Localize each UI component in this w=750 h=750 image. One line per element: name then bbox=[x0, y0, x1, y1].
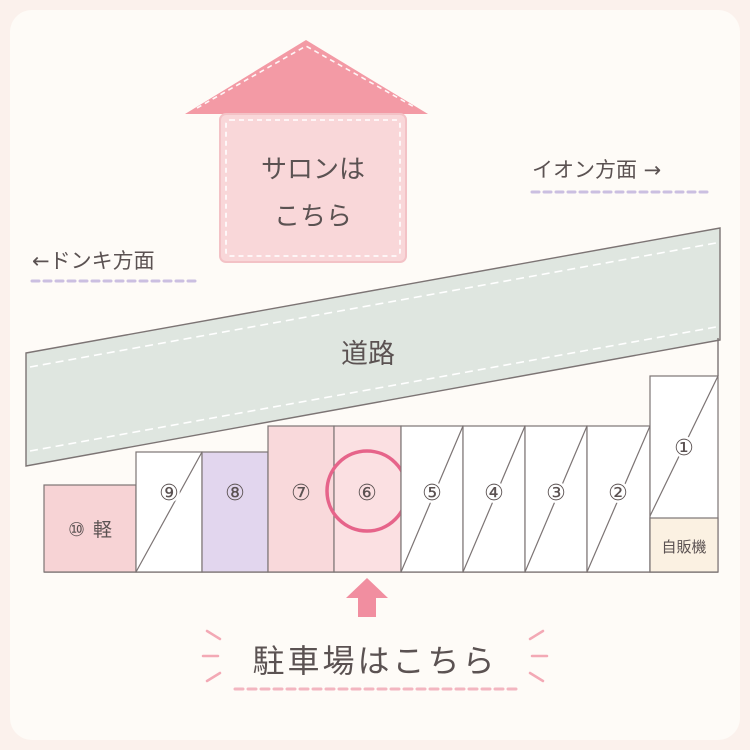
parking-spot-7[interactable]: ⑦ bbox=[267, 425, 335, 573]
parking-spot-5[interactable]: ⑤ bbox=[400, 425, 464, 573]
direction-right: イオン方面 → bbox=[532, 158, 661, 182]
salon-house: サロンは こちら bbox=[185, 40, 428, 263]
salon-body bbox=[219, 113, 407, 263]
spot-number: ⑧ bbox=[225, 481, 245, 506]
svg-text:⑩軽: ⑩軽 bbox=[68, 519, 112, 541]
spot-number: ⑨ bbox=[159, 481, 179, 506]
vending-machine-label: 自販機 bbox=[661, 538, 706, 556]
salon-text-line1: サロンは bbox=[261, 155, 365, 185]
sparkle-right-icon bbox=[528, 629, 549, 683]
salon-roof bbox=[185, 40, 428, 114]
spot-number: ⑤ bbox=[422, 481, 442, 506]
spot-number: ④ bbox=[484, 481, 504, 506]
spot-number: ③ bbox=[546, 481, 566, 506]
parking-spot-9[interactable]: ⑨ bbox=[135, 451, 203, 573]
vending-machine bbox=[649, 517, 719, 573]
spot-note: 軽 bbox=[93, 519, 112, 541]
parking-spot-2[interactable]: ② bbox=[586, 425, 651, 573]
road-label: 道路 bbox=[341, 339, 395, 370]
direction-left: ←ドンキ方面 bbox=[32, 249, 155, 273]
spot-number: ⑥ bbox=[357, 481, 377, 506]
parking-spot-3[interactable]: ③ bbox=[524, 425, 588, 573]
parking-spot-6[interactable]: ⑥ bbox=[325, 425, 409, 573]
spot-number: ⑦ bbox=[291, 481, 311, 506]
road: 道路 bbox=[25, 227, 721, 467]
parking-spot-1[interactable]: ① 自販機 bbox=[649, 375, 719, 573]
arrow-up-icon bbox=[346, 578, 388, 617]
parking-spot-4[interactable]: ④ bbox=[462, 425, 526, 573]
salon-text-line2: こちら bbox=[274, 202, 352, 232]
sparkle-left-icon bbox=[201, 629, 222, 683]
spot-number: ② bbox=[608, 481, 628, 506]
spot-number: ⑩ bbox=[68, 519, 85, 541]
parking-spot-8[interactable]: ⑧ bbox=[201, 451, 269, 573]
parking-label: 駐車場はこちら bbox=[252, 642, 497, 680]
spot-number: ① bbox=[674, 436, 694, 461]
